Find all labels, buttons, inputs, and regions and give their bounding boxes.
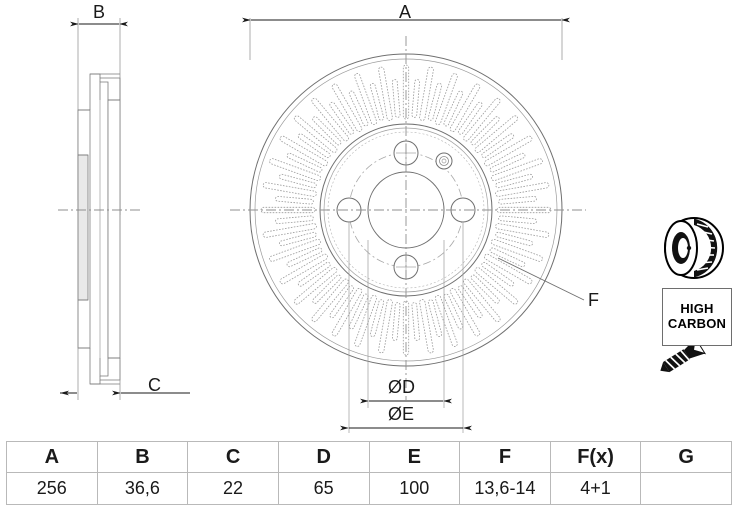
table-header-f: F <box>459 441 551 473</box>
table-value-e: 100 <box>368 472 461 505</box>
high-carbon-line-2: CARBON <box>667 316 727 331</box>
table-value-row: 256 36,6 22 65 100 13,6-14 4+1 <box>6 472 732 505</box>
dimension-label-OE: ØE <box>388 404 415 424</box>
table-header-fx: F(x) <box>549 441 642 473</box>
front-view-rotor <box>230 17 586 433</box>
table-value-g <box>640 472 732 505</box>
table-header-b: B <box>96 441 189 473</box>
table-value-a: 256 <box>6 472 98 505</box>
dimension-A <box>242 17 570 60</box>
dimension-label-B: B <box>93 2 106 22</box>
table-header-row: A B C D E F F(x) G <box>6 441 732 473</box>
dimension-label-A: A <box>399 2 412 22</box>
table-value-f: 13,6-14 <box>459 472 551 505</box>
friction-ring-right <box>107 99 121 359</box>
dimension-label-OD: ØD <box>388 377 415 397</box>
high-carbon-line-1: HIGH <box>680 301 714 317</box>
dimension-label-F: F <box>588 290 599 310</box>
side-section-view <box>58 18 190 400</box>
high-carbon-badge: HIGH CARBON <box>662 288 732 346</box>
table-header-a: A <box>6 441 98 473</box>
table-value-b: 36,6 <box>96 472 189 505</box>
leader-F <box>497 257 585 301</box>
table-value-c: 22 <box>187 472 279 505</box>
locating-screw-hole <box>435 152 453 170</box>
table-header-e: E <box>368 441 461 473</box>
dimension-C <box>60 200 190 400</box>
table-header-g: G <box>640 441 732 473</box>
table-header-d: D <box>277 441 370 473</box>
table-value-d: 65 <box>277 472 370 505</box>
specification-table: A B C D E F F(x) G 256 36,6 22 65 100 13… <box>6 441 732 505</box>
vented-disc-icon <box>664 217 724 279</box>
table-header-c: C <box>187 441 279 473</box>
dimension-label-C: C <box>148 375 161 395</box>
disc-hat-face <box>77 154 89 301</box>
table-value-fx: 4+1 <box>549 472 642 505</box>
